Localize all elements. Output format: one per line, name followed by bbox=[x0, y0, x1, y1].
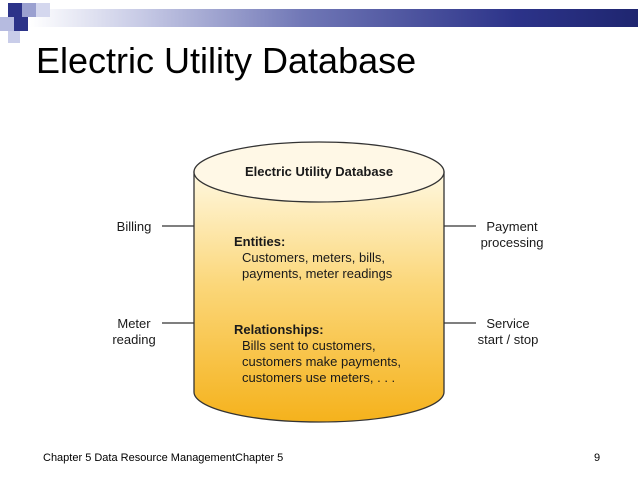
slide-title: Electric Utility Database bbox=[36, 40, 417, 81]
label-processing: processing bbox=[481, 235, 544, 250]
footer-chapter: Chapter 5 Data Resource ManagementChapte… bbox=[43, 452, 284, 464]
relationships-line: customers use meters, . . . bbox=[242, 370, 395, 385]
label-start-stop: start / stop bbox=[478, 332, 539, 347]
deco-square bbox=[8, 31, 20, 43]
cylinder-caption: Electric Utility Database bbox=[245, 164, 393, 179]
deco-square bbox=[14, 17, 28, 31]
entities-line: payments, meter readings bbox=[242, 266, 393, 281]
label-meter: Meter bbox=[117, 316, 151, 331]
label-billing: Billing bbox=[117, 219, 152, 234]
label-payment: Payment bbox=[486, 219, 538, 234]
deco-square bbox=[36, 3, 50, 17]
entities-line: Customers, meters, bills, bbox=[242, 250, 385, 265]
relationships-line: customers make payments, bbox=[242, 354, 401, 369]
cylinder-top bbox=[193, 141, 445, 203]
relationships-heading: Relationships: bbox=[234, 322, 324, 337]
page-number: 9 bbox=[594, 452, 601, 464]
deco-square bbox=[8, 3, 22, 17]
relationships-line: Bills sent to customers, bbox=[242, 338, 376, 353]
deco-square bbox=[22, 3, 36, 17]
database-cylinder bbox=[193, 171, 445, 423]
entities-heading: Entities: bbox=[234, 234, 285, 249]
label-meter-reading: reading bbox=[112, 332, 155, 347]
header-band bbox=[30, 9, 638, 27]
deco-square bbox=[0, 17, 14, 31]
label-service: Service bbox=[486, 316, 529, 331]
